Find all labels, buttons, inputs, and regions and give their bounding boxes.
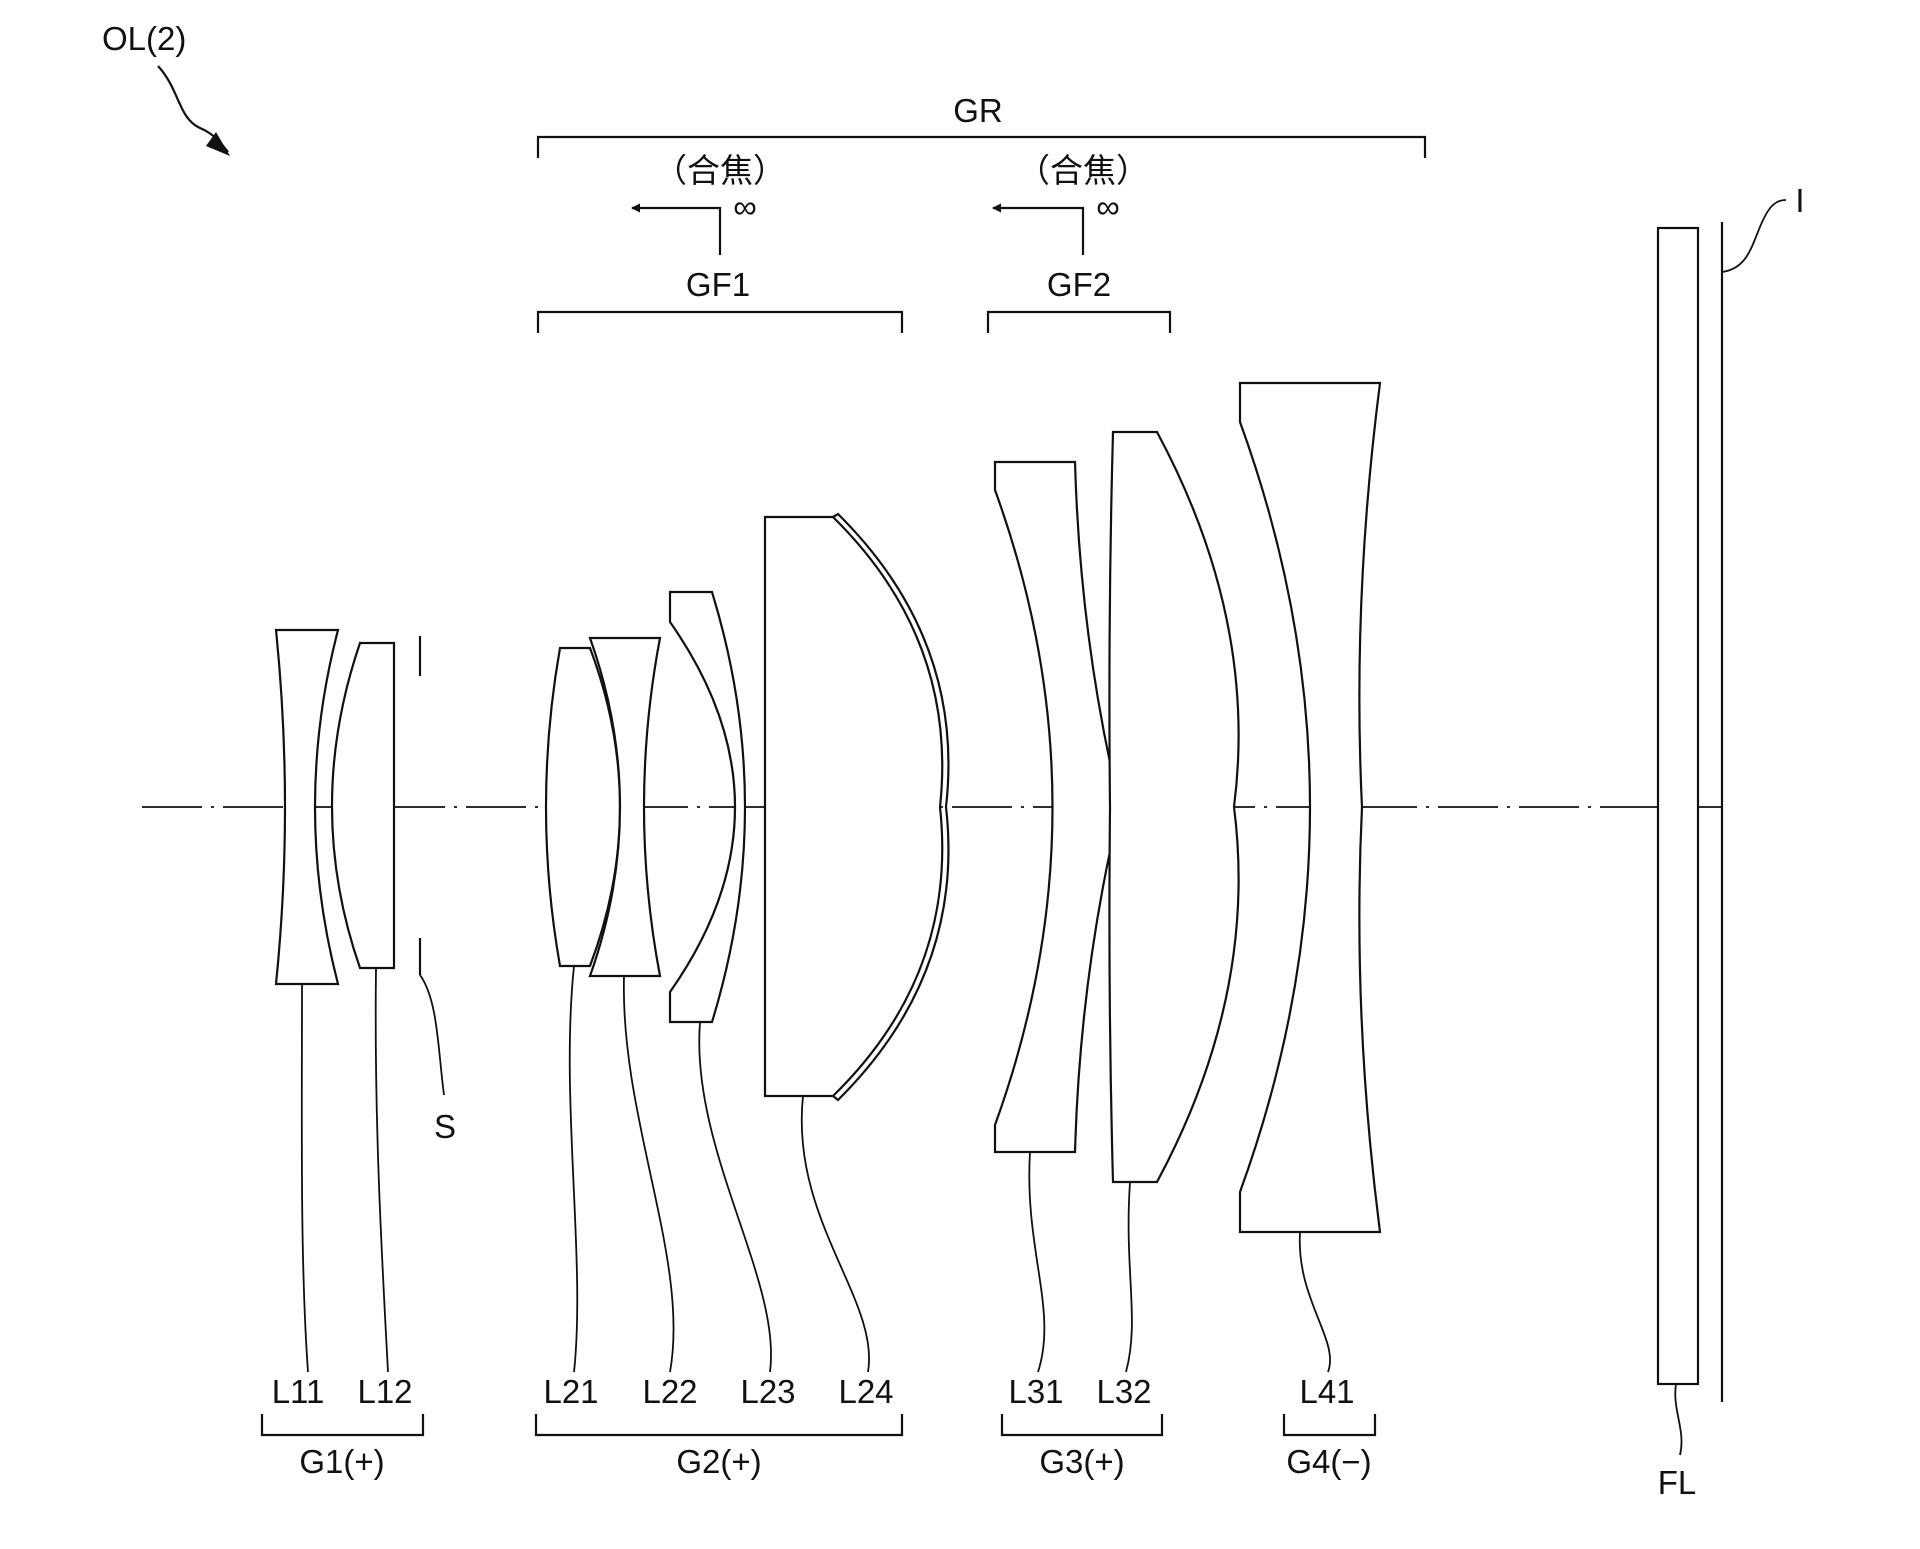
lens-label-l22: L22 [642, 1373, 697, 1410]
lens-label-l41: L41 [1299, 1373, 1354, 1410]
leader-l31 [1028, 1151, 1046, 1373]
gf1-label: GF1 [686, 266, 750, 303]
lens-l31 [993, 460, 1122, 1154]
lens-l11 [274, 628, 340, 986]
gr-label: GR [953, 92, 1003, 129]
leader-l32 [1125, 1181, 1133, 1373]
g1-bracket [260, 1414, 425, 1437]
focus-arrow-1 [631, 203, 722, 255]
group-label-g1: G1(+) [299, 1443, 384, 1480]
lens-l12 [330, 641, 396, 970]
lens-l41 [1238, 381, 1382, 1234]
lens-l32 [1108, 430, 1240, 1184]
focus-label-2: （合焦） [1017, 152, 1149, 189]
group-label-g2: G2(+) [676, 1443, 761, 1480]
figure-label: OL(2) [102, 20, 186, 57]
leader-l21 [568, 965, 579, 1373]
leader-l11 [300, 983, 309, 1373]
g3-bracket [1000, 1414, 1164, 1437]
leader-l12 [374, 967, 389, 1373]
lens-label-l21: L21 [543, 1373, 598, 1410]
lens-label-l31: L31 [1008, 1373, 1063, 1410]
gf2-label: GF2 [1047, 266, 1111, 303]
stop-label: S [434, 1108, 456, 1145]
lens-label-l11: L11 [272, 1373, 325, 1410]
lens-l23 [668, 590, 747, 1024]
lens-label-l12: L12 [357, 1373, 412, 1410]
leader-l24 [800, 1095, 870, 1373]
lens-l24-cemented-rim [832, 512, 950, 1102]
infinity-symbol-2: ∞ [1096, 188, 1120, 225]
focus-arrow-2 [992, 203, 1085, 255]
lens-label-l23: L23 [740, 1373, 795, 1410]
image-plane-leader [1721, 199, 1787, 273]
filter-plate-fl [1656, 226, 1700, 1386]
infinity-symbol-1: ∞ [733, 188, 757, 225]
leader-l23 [698, 1021, 772, 1373]
stop-leader [419, 974, 445, 1096]
gf2-bracket [986, 310, 1172, 333]
filter-leader [1674, 1383, 1683, 1456]
leader-l41 [1298, 1231, 1331, 1373]
group-label-g4: G4(−) [1286, 1443, 1371, 1480]
image-plane-label: I [1795, 182, 1804, 219]
g2-bracket [534, 1414, 904, 1437]
group-label-g3: G3(+) [1039, 1443, 1124, 1480]
leader-l22 [623, 975, 675, 1373]
lens-label-l32: L32 [1096, 1373, 1151, 1410]
g4-bracket [1282, 1414, 1377, 1437]
gf1-bracket [536, 310, 904, 333]
lens-label-l24: L24 [838, 1373, 893, 1410]
filter-label: FL [1658, 1464, 1697, 1501]
figure-pointer-arrowhead [206, 132, 230, 156]
focus-label-1: （合焦） [654, 152, 786, 189]
lens-l22 [588, 636, 662, 978]
gr-bracket [536, 135, 1427, 158]
lens-l24 [763, 515, 944, 1098]
